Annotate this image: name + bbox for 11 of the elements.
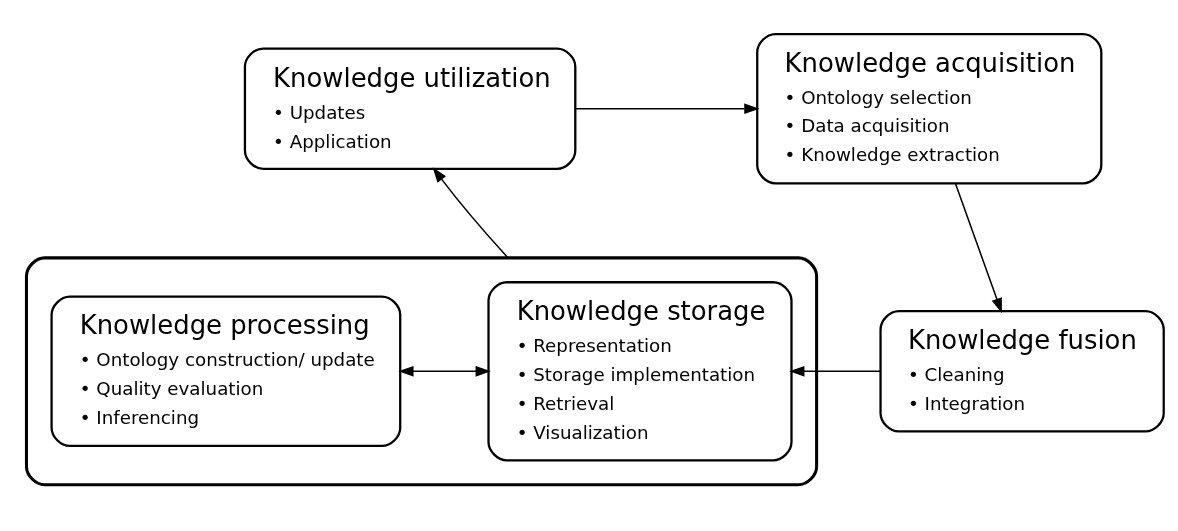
node-box: Knowledge utilization • Updates • Application bbox=[243, 47, 577, 170]
cluster bbox=[24, 256, 819, 487]
arrow bbox=[398, 365, 491, 377]
node-box: Knowledge acquisition • Ontology selection • Data acquisition • Knowledge extraction bbox=[756, 32, 1103, 185]
node-box: Knowledge processing • Ontology construction/ update • Quality evaluation • Inferencing bbox=[50, 295, 402, 448]
arrow bbox=[432, 167, 509, 259]
arrow bbox=[954, 183, 1002, 314]
node-box: Knowledge storage • Representation • Storage implementation • Retrieval • Visualization bbox=[487, 281, 793, 462]
arrow bbox=[574, 103, 760, 115]
node-box: Knowledge fusion • Cleaning • Integration bbox=[879, 310, 1165, 433]
arrow bbox=[789, 365, 881, 377]
